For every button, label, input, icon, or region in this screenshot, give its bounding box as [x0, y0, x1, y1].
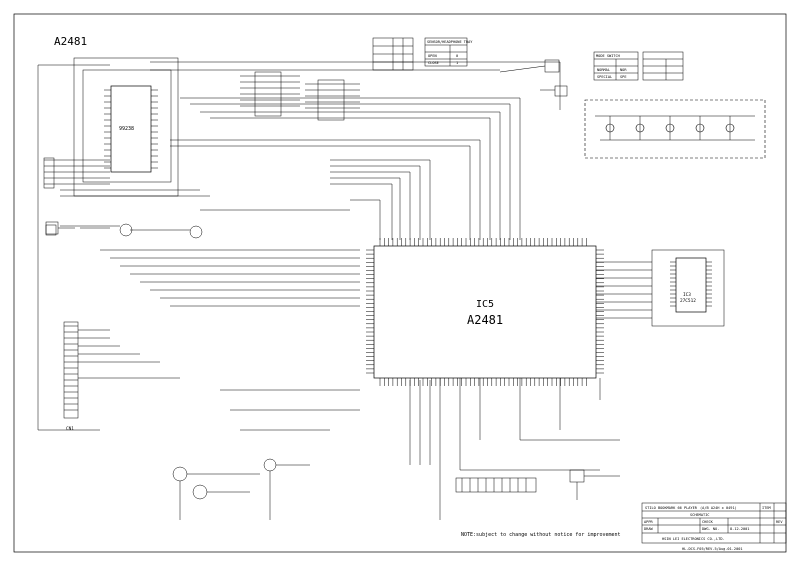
title-block-product: STILO BOOKMARK 66 PLAYER [645, 506, 698, 510]
footer-note: NOTE:subject to change without notice fo… [461, 532, 621, 538]
title-block-label-draw: DRAW [644, 527, 653, 531]
title-block-label-item: ITEM [762, 506, 771, 510]
transistor-group-a [60, 223, 203, 239]
title-block-label-rev: REV [776, 520, 783, 524]
title-block-model: (A/B A24H x 0491) [700, 506, 737, 510]
left-bus-wires [37, 64, 210, 431]
title-block: STILO BOOKMARK 66 PLAYER (A/B A24H x 049… [641, 502, 787, 544]
top-resistor-network-b [305, 79, 360, 121]
mode-table-right-row2: SPECIAL [597, 75, 612, 79]
mode-table-right-row2-val: SPE [620, 75, 627, 79]
key-switch [695, 123, 705, 133]
mode-table-left-row2-val: 1 [456, 61, 458, 65]
sheet-title: A2481 [54, 35, 87, 48]
key-switch [635, 123, 645, 133]
top-right-connectors [499, 59, 568, 97]
mode-table-left-header: SENSOR/HEADPHONE TRAY [427, 40, 473, 44]
connector-cn1-label: CN1 [66, 426, 74, 432]
mode-table-right: MODE SWITCH NORMAL NOR SPECIAL SPE [593, 51, 684, 81]
connector-cn1-block: CN1 [63, 321, 180, 432]
key-switch [725, 123, 735, 133]
mode-table-right-header: MODE SWITCH [596, 54, 620, 58]
drawing-number: HL-DCS-F05/REV.5/Aug.01.2001 [682, 547, 743, 551]
mode-table-right-row1-val: NOR [620, 68, 627, 72]
aux-chip-block: 99238 [73, 57, 179, 197]
rom-chip-part: 27C512 [680, 298, 696, 304]
mode-table-left: SENSOR/HEADPHONE TRAY OPEN 0 CLOSE 1 [372, 37, 473, 71]
title-block-label-check: CHECK [702, 520, 714, 524]
top-resistor-network-a [240, 71, 300, 117]
title-block-company: HSIN LEI ELECTRONICS CO.,LTD. [662, 537, 725, 541]
key-switch [665, 123, 675, 133]
transistor-group-b [172, 458, 310, 520]
mode-table-left-row2: CLOSE [428, 61, 439, 65]
bottom-bus-wires [220, 378, 620, 520]
bottom-header [455, 477, 537, 493]
sheet-border [13, 13, 787, 553]
key-matrix-block [584, 99, 766, 159]
mode-table-left-row1: OPEN [428, 54, 437, 58]
main-chip-block: IC5 A2481 [366, 238, 604, 386]
aux-chip-bus [82, 69, 172, 183]
main-chip-part: A2481 [467, 313, 503, 327]
crystal-block [569, 469, 620, 500]
rom-chip-body [675, 257, 707, 313]
top-trunk-wires [150, 61, 561, 240]
mode-table-left-row1-val: 0 [456, 54, 458, 58]
title-block-label-dwgno: DWG. NO. [702, 527, 719, 531]
mode-table-right-row1: NORMAL [597, 68, 610, 72]
title-block-date: 8-12-2001 [730, 527, 749, 531]
main-chip-ref: IC5 [476, 299, 494, 310]
rom-chip-ref: IC3 [683, 292, 691, 298]
aux-chip-label: 99238 [119, 126, 134, 132]
key-switch [605, 123, 615, 133]
aux-chip-body [110, 85, 152, 173]
power-connector [45, 221, 110, 235]
middle-bus-wires [100, 159, 431, 307]
title-block-label-appr: APPR [644, 520, 653, 524]
title-block-sheet-type: SCHEMATIC [690, 513, 709, 517]
rom-chip-block: IC3 27C512 [596, 249, 725, 327]
main-chip-body [373, 245, 597, 379]
